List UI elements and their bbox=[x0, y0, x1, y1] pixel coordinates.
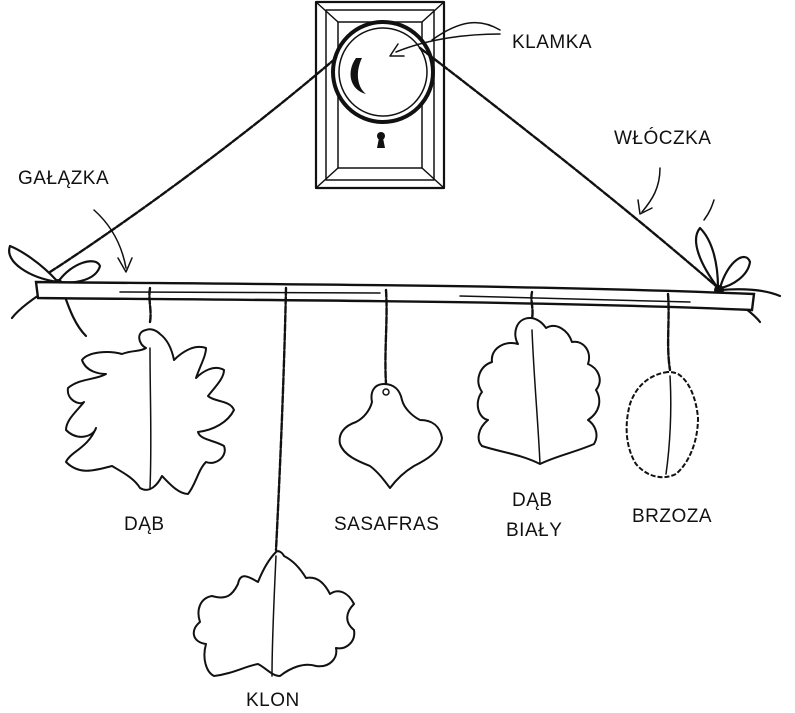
label-leaf-dab-bialy-line2: BIAŁY bbox=[506, 520, 562, 541]
yarn-strings bbox=[48, 21, 718, 288]
arrow-klamka-icon bbox=[389, 33, 501, 57]
pointer-arrows bbox=[93, 33, 661, 273]
label-leaf-dab-bialy-line1: DĄB bbox=[512, 490, 553, 511]
maple-leaf bbox=[192, 550, 356, 677]
arrow-wloczka-icon bbox=[637, 167, 661, 215]
label-klamka: KLAMKA bbox=[512, 32, 592, 53]
label-leaf-brzoza: BRZOZA bbox=[632, 506, 712, 527]
label-wloczka: WŁÓCZKA bbox=[614, 127, 711, 149]
arrow-galazka-icon bbox=[93, 209, 133, 273]
keyhole-icon bbox=[377, 132, 385, 148]
door-knob bbox=[331, 20, 435, 124]
label-galazka: GAŁĄZKA bbox=[18, 168, 109, 189]
label-leaf-klon: KLON bbox=[246, 690, 300, 711]
label-leaf-dab: DĄB bbox=[124, 514, 165, 535]
sassafras-leaf bbox=[338, 383, 443, 489]
white-oak-leaf bbox=[476, 317, 601, 465]
label-leaf-sasafras: SASAFRAS bbox=[334, 514, 439, 535]
oak-leaf bbox=[65, 328, 235, 495]
twig bbox=[34, 280, 756, 312]
birch-leaf bbox=[625, 371, 699, 479]
hanging-threads bbox=[148, 286, 672, 552]
